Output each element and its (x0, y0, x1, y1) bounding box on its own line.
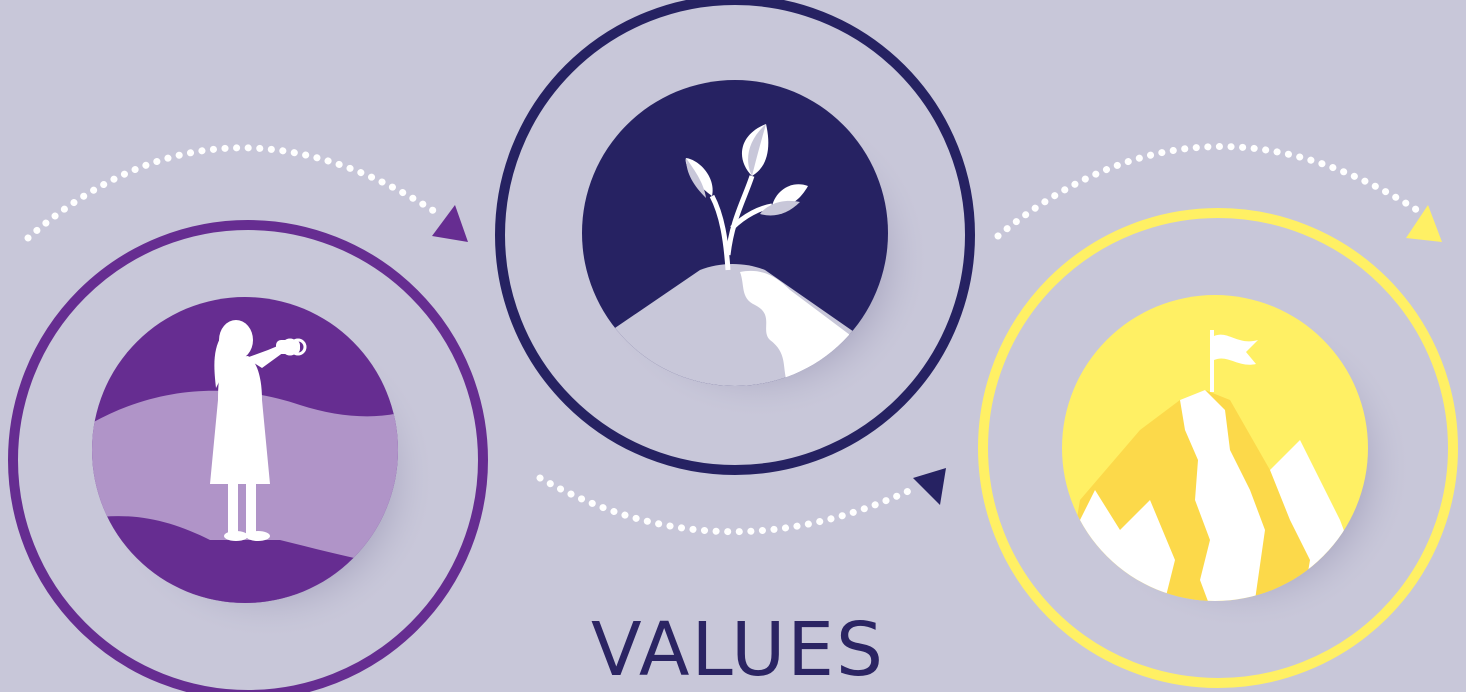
ring-purple (8, 220, 488, 692)
values-heading: VALUES (591, 607, 885, 692)
arrowhead-purple (432, 205, 468, 242)
arrowhead-navy (913, 468, 946, 505)
mountain-summit-flag-icon (1210, 330, 1258, 392)
ring-yellow (978, 208, 1458, 688)
girl-with-binoculars-icon (210, 320, 307, 541)
stage-achieve (978, 208, 1458, 688)
arrow-middle-to-right (994, 143, 1442, 242)
ring-navy (495, 0, 975, 475)
sprouting-plant-icon (685, 124, 808, 271)
stage-discover (8, 220, 488, 692)
arrow-left-to-middle (24, 144, 468, 242)
stage-grow (495, 0, 975, 475)
arrow-middle-bottom (536, 468, 946, 536)
arrowhead-yellow (1406, 205, 1442, 242)
